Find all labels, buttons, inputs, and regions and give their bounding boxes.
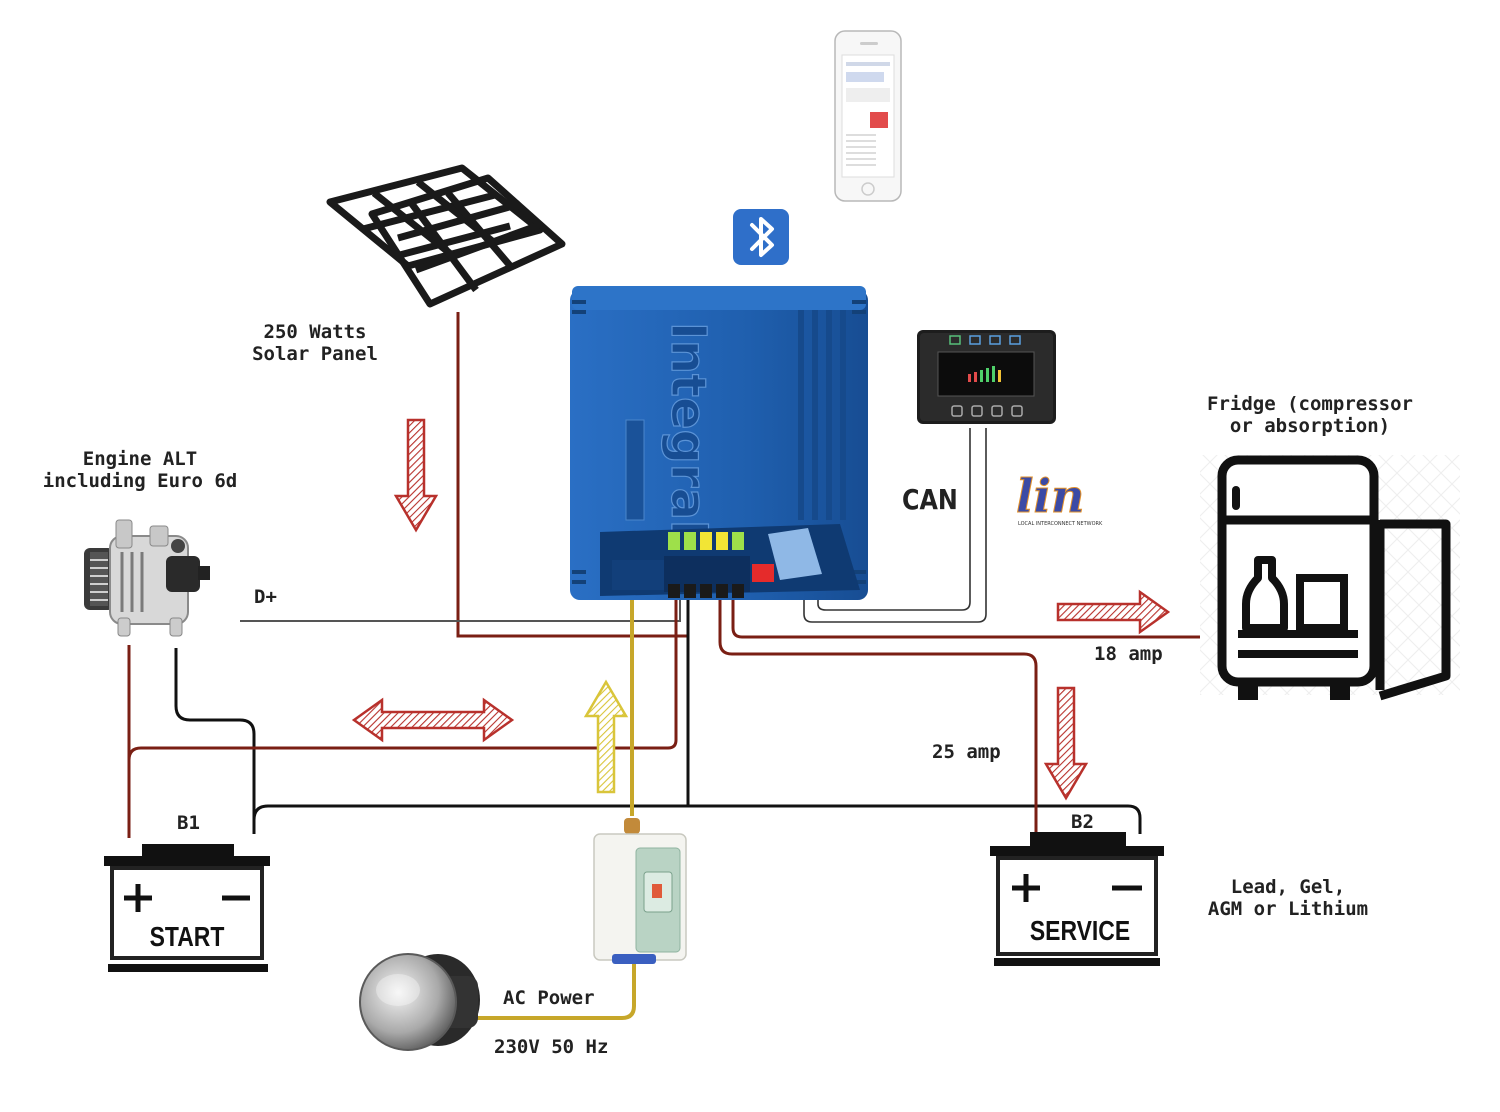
- flow-arrows: [351, 418, 1171, 801]
- display-panel-icon: [917, 330, 1056, 424]
- lin-logo-text: lin: [1016, 469, 1084, 523]
- negative-bus-wire: [252, 804, 1142, 834]
- lin-logo-subtitle: LOCAL INTERCONNECT NETWORK: [1018, 521, 1103, 527]
- b2-label: B2: [1071, 811, 1094, 833]
- battery-type-line1: Lead, Gel,: [1230, 876, 1346, 898]
- lin-logo: lin LOCAL INTERCONNECT NETWORK: [1016, 469, 1103, 528]
- service-down-arrow: [1043, 686, 1089, 801]
- fridge-wire: [731, 598, 1210, 639]
- b1-positive-wire: [127, 598, 678, 761]
- amp18-label: 18 amp: [1094, 643, 1163, 665]
- dplus-label: D+: [254, 586, 277, 608]
- alt-label-line2: including Euro 6d: [42, 470, 238, 492]
- solar-label-line2: Solar Panel: [252, 343, 378, 365]
- ac-wire-low: [470, 962, 636, 1020]
- solar-label-line1: 250 Watts: [263, 321, 367, 343]
- solar-down-arrow: [393, 418, 439, 533]
- amp25-label: 25 amp: [932, 741, 1001, 763]
- bluetooth-icon: [733, 209, 789, 265]
- bidirectional-arrow: [351, 697, 515, 743]
- alternator-label: Engine ALT including Euro 6d: [30, 448, 250, 492]
- can-label: CAN: [902, 483, 958, 516]
- alt-label-line1: Engine ALT: [82, 448, 198, 470]
- ac-power-label: AC Power: [503, 987, 595, 1009]
- phone-icon: [834, 30, 902, 202]
- alt-negative-wire: [174, 648, 256, 834]
- unit-brand-text: Integral: [660, 322, 716, 536]
- solar-panel-label: 250 Watts Solar Panel: [240, 321, 390, 365]
- battery-service-label: SERVICE: [1030, 916, 1130, 947]
- fridge-arrow: [1056, 589, 1171, 635]
- fridge-label: Fridge (compressor or absorption): [1180, 393, 1440, 437]
- b1-label: B1: [177, 812, 200, 834]
- fridge-label-line1: Fridge (compressor: [1207, 393, 1413, 415]
- fridge-label-line2: or absorption): [1229, 415, 1391, 437]
- battery-start-label: START: [150, 922, 225, 953]
- battery-service-icon: SERVICE: [990, 832, 1164, 966]
- battery-type-line2: AGM or Lithium: [1207, 898, 1369, 920]
- fridge-icon: [1200, 455, 1460, 701]
- dplus-wire: [240, 598, 681, 622]
- battery-start-icon: START: [104, 844, 270, 972]
- shore-socket-icon: [359, 953, 480, 1051]
- wires: [127, 312, 1210, 1020]
- can-cable: [817, 428, 971, 611]
- b2-positive-wire: [718, 598, 1038, 834]
- alternator-icon: [84, 519, 210, 637]
- lin-cable: [803, 428, 987, 623]
- solar-panel-icon: [326, 164, 566, 308]
- voltage-label: 230V 50 Hz: [494, 1036, 609, 1058]
- ac-inlet-box-icon: [593, 818, 687, 964]
- ac-up-arrow: [583, 679, 629, 794]
- integral-charger-unit: Integral: [570, 286, 868, 600]
- battery-type-label: Lead, Gel, AGM or Lithium: [1196, 876, 1380, 920]
